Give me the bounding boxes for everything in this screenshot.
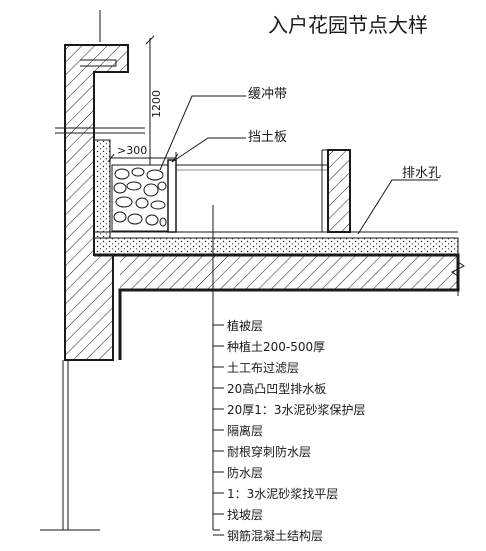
layer-item: 种植土200-500厚 [213,339,325,354]
layer-item: 20高凸凹型排水板 [213,381,326,396]
slab-hatch [120,256,458,289]
svg-text:植被层: 植被层 [227,318,263,333]
drain-hole-label: 排水孔 [402,166,441,181]
svg-text:土工布过滤层: 土工布过滤层 [227,361,299,375]
wall-edge-lines [40,10,101,531]
layer-item: 耐根穿刺防水层 [213,444,311,459]
svg-text:钢筋混凝土结构层: 钢筋混凝土结构层 [227,528,323,543]
offset-dimension-label: >300 [117,144,147,157]
buffer-belt-label: 缓冲带 [248,87,287,102]
height-dimension [145,35,155,165]
callout-leaders [159,95,438,235]
svg-text:隔离层: 隔离层 [227,423,263,438]
svg-text:防水层: 防水层 [227,465,263,480]
layer-item: 找坡层 [213,508,263,522]
layer-item: 植被层 [213,318,263,333]
layer-list: 植被层 种植土200-500厚 土工布过滤层 20高凸凹型排水板 20厚1：3水… [213,318,366,543]
svg-text:20高凸凹型排水板: 20高凸凹型排水板 [227,381,326,396]
layer-item: 钢筋混凝土结构层 [213,528,323,543]
height-dimension-label: 1200 [150,90,163,118]
protective-layer [93,237,459,256]
svg-text:耐根穿刺防水层: 耐根穿刺防水层 [227,444,311,459]
layer-item: 隔离层 [213,423,263,438]
layer-item: 防水层 [213,465,263,480]
drawing-title: 入户花园节点大样 [268,13,428,37]
retaining-board [167,159,177,233]
retaining-board-label: 挡土板 [248,130,287,145]
svg-text:1：3水泥砂浆找平层: 1：3水泥砂浆找平层 [227,486,338,501]
layer-item: 1：3水泥砂浆找平层 [213,486,338,501]
layer-item: 土工布过滤层 [213,361,299,375]
buffer-belt-gravel [111,164,169,232]
svg-text:20厚1：3水泥砂浆保护层: 20厚1：3水泥砂浆保护层 [227,402,366,417]
coping-line [80,59,117,67]
svg-text:找坡层: 找坡层 [227,508,263,522]
wall-lining [93,139,111,239]
svg-text:种植土200-500厚: 种植土200-500厚 [227,339,325,354]
layer-item: 20厚1：3水泥砂浆保护层 [213,402,366,417]
slab-break-symbol [451,250,465,296]
planter-wall [327,149,351,233]
